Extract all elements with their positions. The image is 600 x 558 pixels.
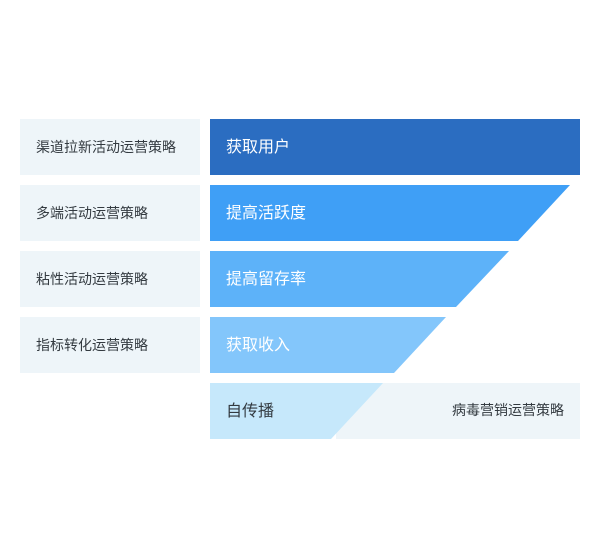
strategy-label: 指标转化运营策略: [36, 338, 148, 354]
funnel-shapes: [210, 119, 580, 439]
strategy-label: 渠道拉新活动运营策略: [36, 140, 176, 156]
strategy-box-3: 粘性活动运营策略: [20, 251, 200, 307]
viral-strategy-box: [336, 383, 580, 439]
stage-label-activation: 提高活跃度: [226, 203, 307, 222]
stage-label-retention: 提高留存率: [226, 269, 307, 288]
stage-label-revenue: 获取收入: [226, 335, 291, 354]
strategy-box-1: 渠道拉新活动运营策略: [20, 119, 200, 175]
funnel-diagram: 获取用户 提高活跃度 提高留存率 获取收入 自传播 病毒营销运营策略: [210, 119, 580, 439]
stage-label-referral: 自传播: [226, 401, 275, 420]
strategy-box-2: 多端活动运营策略: [20, 185, 200, 241]
strategy-label: 多端活动运营策略: [36, 206, 148, 222]
funnel-stage-acquisition: [210, 119, 580, 175]
funnel-stage-retention: [210, 251, 509, 307]
funnel-stage-referral: [210, 383, 383, 439]
stage-label-acquisition: 获取用户: [226, 137, 291, 156]
funnel-stage-revenue: [210, 317, 446, 373]
strategy-label: 粘性活动运营策略: [36, 272, 148, 288]
strategy-box-4: 指标转化运营策略: [20, 317, 200, 373]
funnel-stage-activation: [210, 185, 570, 241]
viral-strategy-label: 病毒营销运营策略: [452, 403, 564, 419]
